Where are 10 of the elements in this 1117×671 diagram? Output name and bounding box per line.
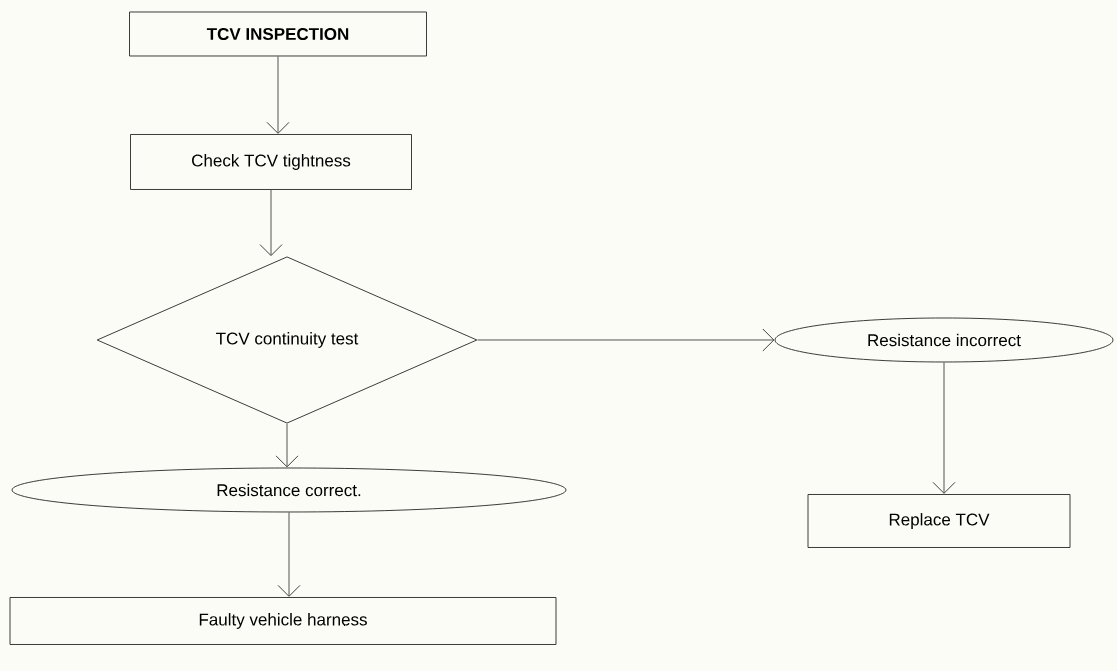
title-box: TCV INSPECTION <box>129 11 427 57</box>
arrow <box>932 362 956 494</box>
arrow <box>477 328 775 352</box>
process-box: Faulty vehicle harness <box>9 597 557 645</box>
arrow <box>266 56 290 134</box>
arrow <box>259 189 283 257</box>
process-box: Check TCV tightness <box>130 134 412 190</box>
arrow <box>275 423 299 468</box>
arrow <box>277 512 301 597</box>
process-box: Replace TCV <box>807 494 1071 548</box>
